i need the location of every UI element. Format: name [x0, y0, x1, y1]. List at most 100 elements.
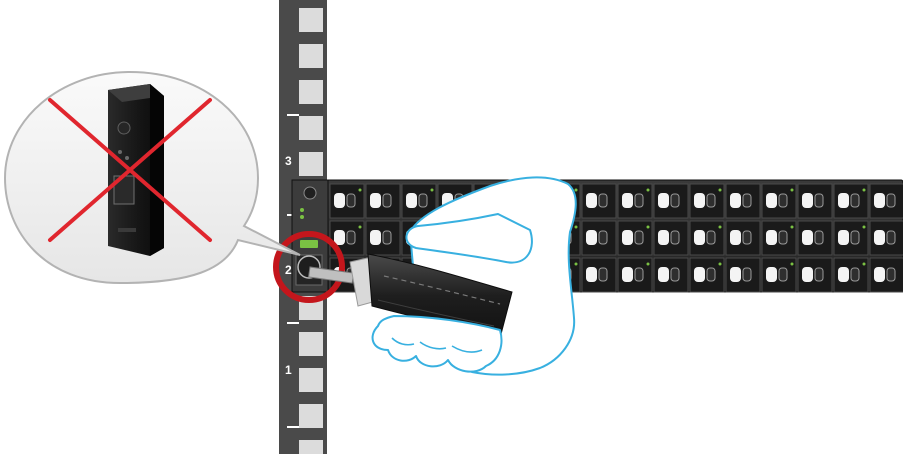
drive-release	[743, 268, 751, 281]
drive-release	[815, 231, 823, 244]
drive-release	[419, 194, 427, 207]
drive-led	[719, 263, 722, 266]
rail-hole	[299, 116, 323, 140]
drive-latch	[370, 193, 381, 208]
drive-latch	[334, 230, 345, 245]
drive-latch	[730, 193, 741, 208]
rail-hole	[299, 80, 323, 104]
ear-module-icon	[108, 84, 164, 256]
drive-release	[887, 268, 895, 281]
drive-latch	[802, 193, 813, 208]
drive-release	[599, 231, 607, 244]
drive-latch	[694, 193, 705, 208]
drive-latch	[838, 267, 849, 282]
drive-release	[815, 194, 823, 207]
drive-latch	[838, 193, 849, 208]
drive-latch	[622, 193, 633, 208]
rail-hole	[299, 404, 323, 428]
drive-led	[863, 226, 866, 229]
drive-release	[599, 268, 607, 281]
drive-release	[671, 268, 679, 281]
drive-latch	[766, 230, 777, 245]
drive-latch	[802, 267, 813, 282]
drive-latch	[406, 193, 417, 208]
rack-unit-label-3: 3	[285, 154, 292, 168]
rail-unit-tick	[287, 322, 299, 324]
drive-latch	[586, 193, 597, 208]
drive-release	[779, 194, 787, 207]
drive-led	[575, 226, 578, 229]
drive-release	[779, 268, 787, 281]
drive-release	[743, 194, 751, 207]
drive-latch	[622, 230, 633, 245]
drive-release	[851, 231, 859, 244]
drive-latch	[658, 267, 669, 282]
drive-latch	[622, 267, 633, 282]
drive-latch	[658, 230, 669, 245]
rail-hole	[299, 8, 323, 32]
callout-bubble	[5, 72, 300, 283]
drive-release	[671, 194, 679, 207]
rail-unit-tick	[287, 114, 299, 116]
drive-led	[359, 226, 362, 229]
drive-latch	[838, 230, 849, 245]
drive-led	[575, 263, 578, 266]
drive-release	[347, 194, 355, 207]
drive-release	[815, 268, 823, 281]
drive-led	[719, 189, 722, 192]
drive-led	[863, 189, 866, 192]
drive-led	[719, 226, 722, 229]
drive-latch	[586, 267, 597, 282]
drive-latch	[874, 230, 885, 245]
drive-latch	[586, 230, 597, 245]
drive-release	[887, 194, 895, 207]
drive-release	[851, 194, 859, 207]
drive-release	[779, 231, 787, 244]
drive-latch	[730, 230, 741, 245]
drive-latch	[694, 230, 705, 245]
rail-hole	[299, 368, 323, 392]
drive-latch	[766, 267, 777, 282]
drive-release	[383, 194, 391, 207]
drive-latch	[874, 267, 885, 282]
drive-latch	[730, 267, 741, 282]
drive-release	[743, 231, 751, 244]
drive-release	[671, 231, 679, 244]
drive-led	[791, 226, 794, 229]
drive-release	[383, 231, 391, 244]
drive-led	[647, 189, 650, 192]
drive-release	[707, 194, 715, 207]
drive-release	[347, 231, 355, 244]
drive-release	[635, 231, 643, 244]
drive-led	[791, 263, 794, 266]
drive-latch	[334, 193, 345, 208]
drive-release	[707, 231, 715, 244]
drive-release	[887, 231, 895, 244]
drive-latch	[802, 230, 813, 245]
drive-led	[647, 263, 650, 266]
drive-release	[707, 268, 715, 281]
drive-latch	[370, 230, 381, 245]
drive-led	[791, 189, 794, 192]
drive-led	[359, 189, 362, 192]
drive-latch	[694, 267, 705, 282]
rack-unit-label-2: 2	[285, 263, 292, 277]
drive-release	[599, 194, 607, 207]
drive-release	[635, 268, 643, 281]
drive-latch	[874, 193, 885, 208]
drive-release	[851, 268, 859, 281]
drive-latch	[766, 193, 777, 208]
drive-led	[647, 226, 650, 229]
rail-hole	[299, 152, 323, 176]
drive-led	[863, 263, 866, 266]
rack-unit-label-1: 1	[285, 363, 292, 377]
drive-release	[635, 194, 643, 207]
rail-unit-tick	[287, 426, 299, 428]
rail-hole	[299, 440, 323, 454]
rail-hole	[299, 44, 323, 68]
drive-latch	[658, 193, 669, 208]
drive-led	[575, 189, 578, 192]
drive-led	[431, 189, 434, 192]
rail-hole	[299, 332, 323, 356]
